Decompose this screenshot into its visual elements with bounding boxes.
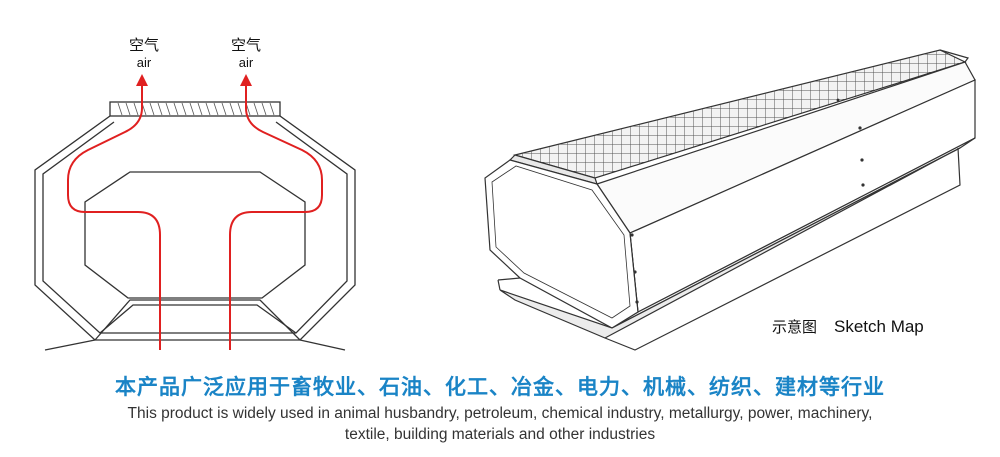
headline-cn: 本产品广泛应用于畜牧业、石油、化工、冶金、电力、机械、纺织、建材等行业	[115, 375, 885, 399]
airflow-left	[67, 74, 161, 350]
motor-housing	[84, 171, 306, 299]
airflow-paths	[67, 74, 323, 350]
cross-section-view	[34, 101, 356, 351]
air-label-left-cn: 空气	[129, 36, 159, 54]
outer-shell	[34, 115, 356, 341]
caption-cn: 示意图	[772, 318, 817, 336]
caption-en: Sketch Map	[834, 317, 924, 336]
product-diagram: 空气 air 空气 air	[34, 36, 976, 351]
perspective-view	[484, 49, 976, 351]
air-label-right-cn: 空气	[231, 36, 261, 54]
airflow-right	[229, 74, 323, 350]
air-label-right-en: air	[239, 55, 254, 70]
inner-shell	[42, 121, 348, 334]
top-grille	[109, 101, 281, 117]
description-line-2: textile, building materials and other in…	[344, 426, 656, 443]
air-label-left-en: air	[137, 55, 152, 70]
description-line-1: This product is widely used in animal hu…	[127, 405, 873, 422]
